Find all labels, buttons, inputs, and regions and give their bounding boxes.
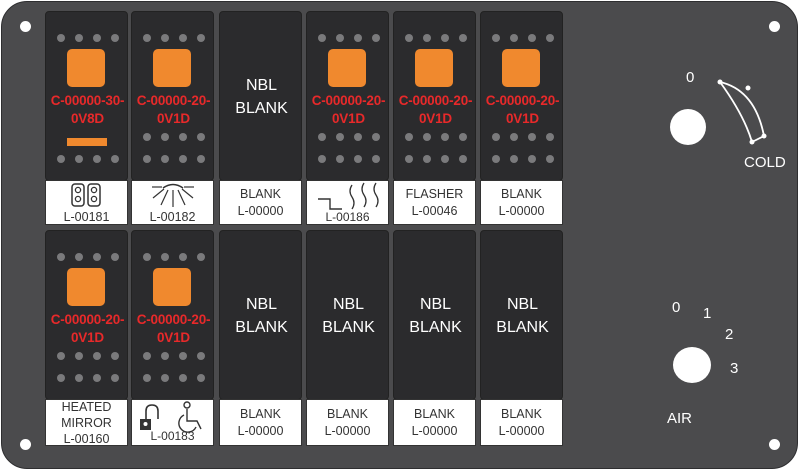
mounting-hole-bottom-left <box>20 439 31 450</box>
rocker-switch-hazard[interactable]: C-00000-30-0V8D <box>45 11 128 181</box>
indicator-bar <box>67 138 107 146</box>
air-knob[interactable] <box>673 347 711 383</box>
switch-code: C-00000-20-0V1D <box>311 93 386 126</box>
light-rays-icon <box>152 183 194 207</box>
rocker-switch-lights[interactable]: C-00000-20-0V1D <box>131 11 214 181</box>
indicator-lamp <box>153 49 191 87</box>
rocker-switch-heated-mirror[interactable]: C-00000-20-0V1D <box>45 230 128 400</box>
indicator-lamp <box>415 49 453 87</box>
switch-label-l00182: L-00182 <box>131 180 214 225</box>
air-position-1: 1 <box>703 305 712 322</box>
air-label: AIR <box>667 410 693 427</box>
indicator-lamp <box>502 49 540 87</box>
rocker-switch-flasher[interactable]: C-00000-20-0V1D <box>393 11 476 181</box>
switch-code: C-00000-30-0V8D <box>50 93 125 126</box>
indicator-lamp <box>67 268 105 306</box>
heater-waves-icon <box>318 182 379 210</box>
switch-label-l00181: L-00181 <box>45 180 128 225</box>
indicator-lamp <box>328 49 366 87</box>
door-lock-icon <box>140 404 159 430</box>
indicator-lamp <box>153 268 191 306</box>
temperature-knob[interactable] <box>670 109 706 145</box>
switch-code: C-00000-20-0V1D <box>485 93 560 126</box>
switch-code: C-00000-20-0V1D <box>136 93 211 126</box>
mounting-hole-bottom-right <box>769 439 780 450</box>
wheelchair-icon <box>178 401 202 433</box>
switch-code: C-00000-20-0V1D <box>50 312 125 345</box>
cold-label: COLD <box>744 154 786 171</box>
air-position-0: 0 <box>672 299 681 316</box>
rocker-switch-heater[interactable]: C-00000-20-0V1D <box>306 11 389 181</box>
mounting-hole-top-left <box>20 21 31 32</box>
switch-code: C-00000-20-0V1D <box>398 93 473 126</box>
cold-scale-icon <box>717 79 767 145</box>
rocker-switch-blank[interactable]: C-00000-20-0V1D <box>480 11 563 181</box>
mounting-hole-top-right <box>769 21 780 32</box>
air-position-2: 2 <box>725 326 734 343</box>
switch-label-l00186: L-00186 <box>306 180 389 225</box>
indicator-lamp <box>67 49 105 87</box>
rocker-switch-door-lock[interactable]: C-00000-20-0V1D <box>131 230 214 400</box>
hazard-lamps-icon <box>71 183 101 207</box>
switch-code: C-00000-20-0V1D <box>136 312 211 345</box>
switch-label-l00183: L-00183 <box>131 399 214 446</box>
temp-zero-label: 0 <box>686 69 695 86</box>
air-position-3: 3 <box>730 360 739 377</box>
